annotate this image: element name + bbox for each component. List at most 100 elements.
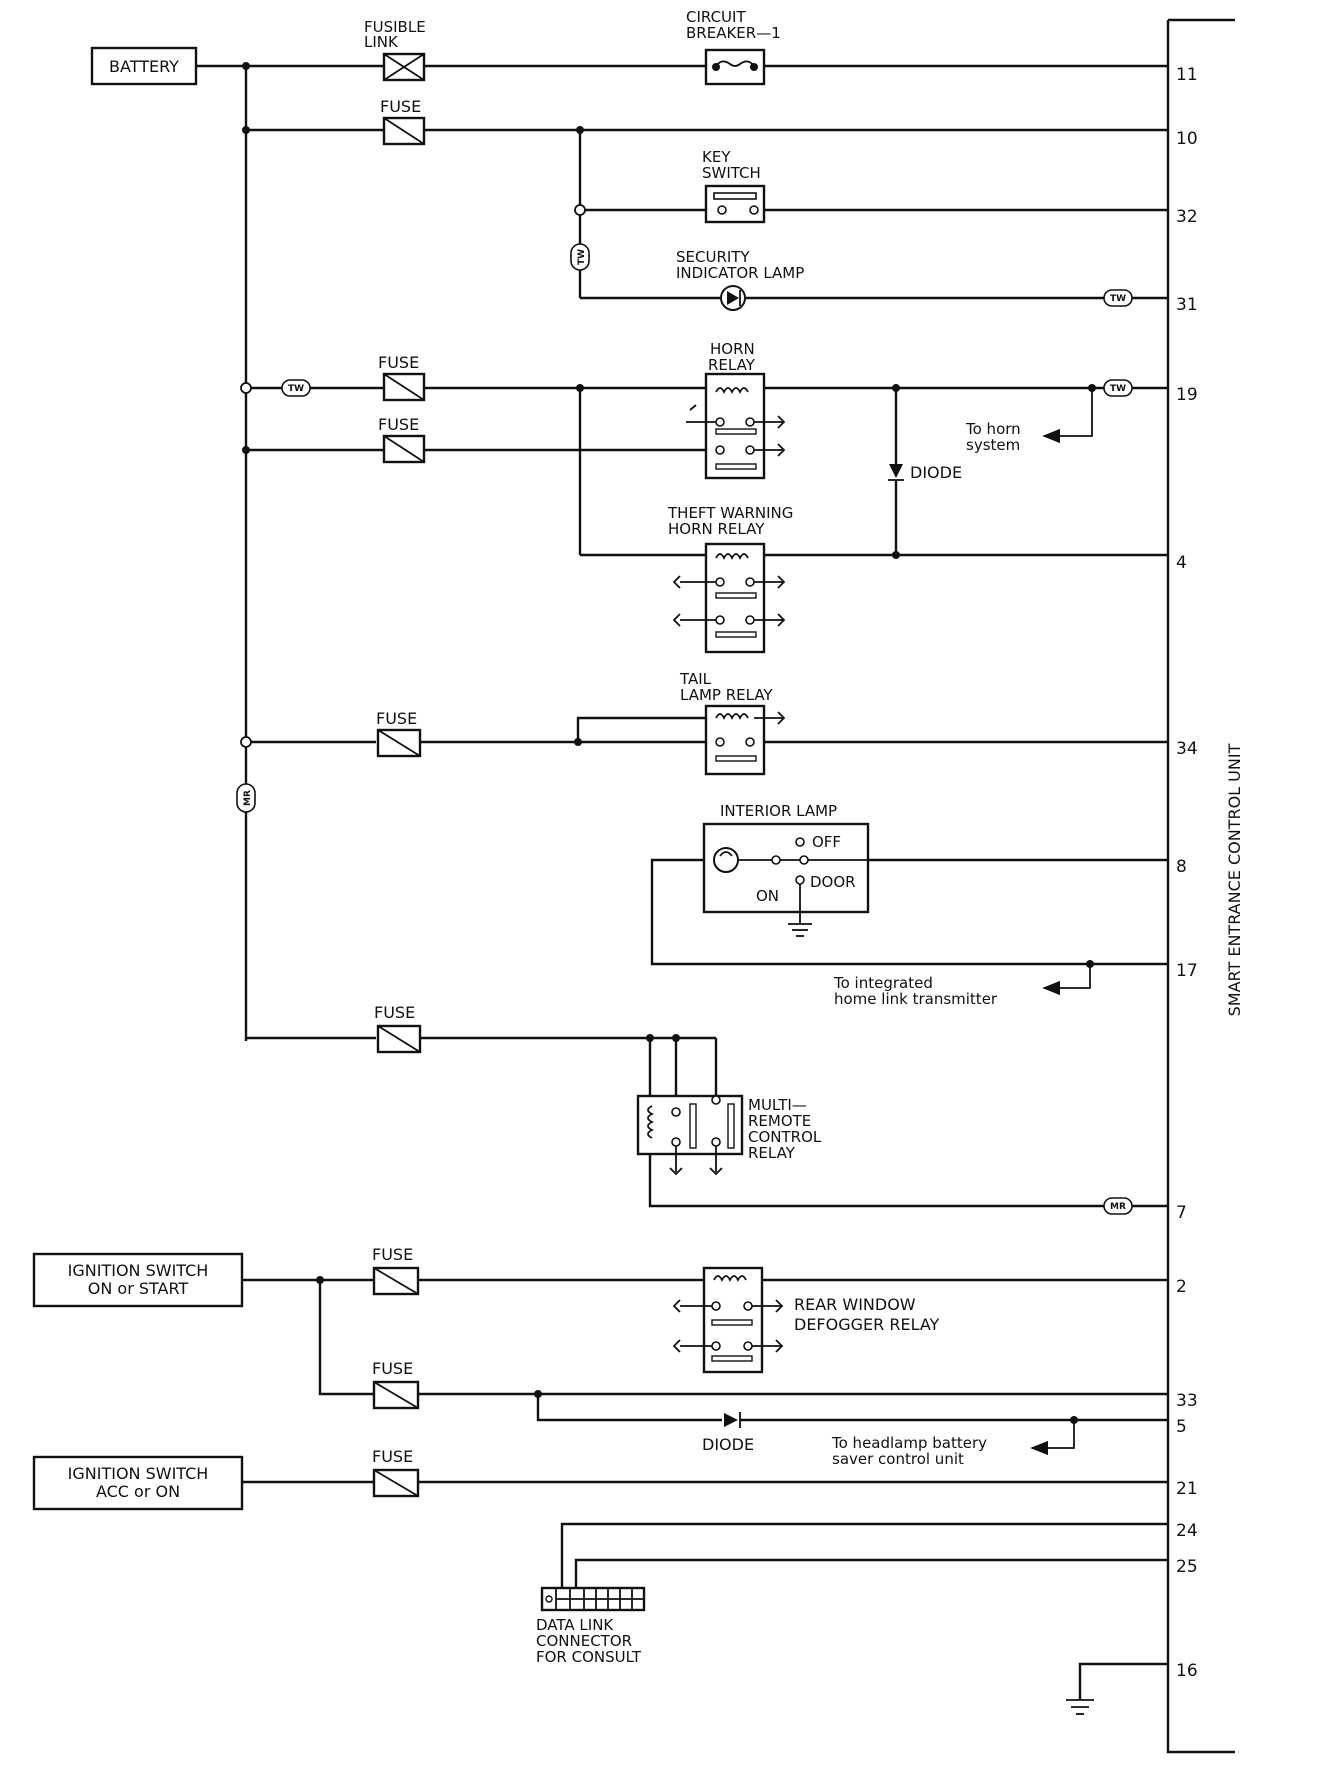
multi-remote-line2: REMOTE (748, 1112, 811, 1130)
pin-31: 31 (1176, 295, 1198, 315)
multi-remote-control-relay: MULTI— REMOTE CONTROL RELAY (636, 1094, 822, 1176)
headlamp-diode: DIODE (702, 1412, 754, 1454)
svg-text:To integrated: To integrated (833, 974, 933, 992)
interior-lamp-label: INTERIOR LAMP (720, 802, 837, 820)
pin-2: 2 (1176, 1277, 1187, 1297)
circuit-breaker: CIRCUIT BREAKER—1 (686, 8, 781, 86)
battery-label: BATTERY (109, 57, 179, 76)
pin-5: 5 (1176, 1417, 1187, 1437)
fuse-pin-19: FUSE (378, 353, 426, 402)
svg-text:To headlamp battery: To headlamp battery (831, 1434, 987, 1452)
pin-34: 34 (1176, 739, 1198, 759)
pin-numbers: 11 10 32 31 19 4 34 8 17 7 2 33 5 21 24 … (1176, 65, 1198, 1681)
pin-24: 24 (1176, 1521, 1198, 1541)
horn-relay-line1: HORN (710, 340, 755, 358)
ground-icon (1066, 1699, 1094, 1715)
pin-17: 17 (1176, 961, 1198, 981)
svg-text:To horn: To horn (965, 420, 1021, 438)
circuit-breaker-line1: CIRCUIT (686, 8, 746, 26)
fuse-pin-21: FUSE (372, 1447, 420, 1498)
fuse-label: FUSE (378, 415, 419, 434)
fusible-link-line1: FUSIBLE (364, 18, 426, 36)
security-lamp-line1: SECURITY (676, 248, 750, 266)
data-link-line2: CONNECTOR (536, 1632, 632, 1650)
tw-tag: TW (1103, 289, 1133, 307)
off-label: OFF (812, 833, 841, 851)
svg-text:system: system (966, 436, 1020, 454)
tail-lamp-relay: TAIL LAMP RELAY (679, 670, 786, 776)
pin-32: 32 (1176, 207, 1198, 227)
tw-tag: TW (570, 243, 590, 271)
svg-text:TW: TW (288, 384, 304, 394)
rear-defogger-line2: DEFOGGER RELAY (794, 1315, 940, 1334)
fuse-label: FUSE (372, 1359, 413, 1378)
security-indicator-lamp: SECURITY INDICATOR LAMP (676, 248, 804, 311)
mr-tag: MR (236, 783, 256, 813)
key-switch-line2: SWITCH (702, 164, 761, 182)
battery-source: BATTERY (90, 46, 198, 86)
pin-8: 8 (1176, 857, 1187, 877)
fusible-link: FUSIBLE LINK (364, 18, 426, 82)
fuse-pin-2: FUSE (372, 1245, 420, 1296)
pin-19: 19 (1176, 385, 1198, 405)
fuse-label: FUSE (378, 353, 419, 372)
svg-text:TW: TW (1110, 384, 1126, 394)
to-headlamp: To headlamp battery saver control unit (831, 1434, 987, 1468)
fuse-label: FUSE (374, 1003, 415, 1022)
control-unit-label: SMART ENTRANCE CONTROL UNIT (1225, 743, 1244, 1016)
key-switch: KEY SWITCH (702, 148, 766, 224)
multi-remote-line1: MULTI— (748, 1096, 807, 1114)
rear-defogger-line1: REAR WINDOW (794, 1295, 916, 1314)
fuse-label: FUSE (380, 97, 421, 116)
junctions (240, 62, 1096, 1424)
pin-7: 7 (1176, 1203, 1187, 1223)
key-switch-line1: KEY (702, 148, 731, 166)
svg-text:MR: MR (243, 790, 253, 806)
fuse-label: FUSE (372, 1245, 413, 1264)
diode-label: DIODE (702, 1435, 754, 1454)
ignition-acc-on-line2: ACC or ON (96, 1482, 180, 1501)
pin-25: 25 (1176, 1557, 1198, 1577)
svg-text:home link transmitter: home link transmitter (834, 990, 998, 1008)
fuse-pin-10: FUSE (380, 97, 426, 146)
ignition-acc-on-line1: IGNITION SWITCH (68, 1464, 209, 1483)
data-link-connector: DATA LINK CONNECTOR FOR CONSULT (536, 1586, 646, 1666)
fuse-pin-34: FUSE (376, 709, 422, 758)
fuse-label: FUSE (372, 1447, 413, 1466)
tw-tag: TW (1103, 379, 1133, 397)
to-homelink: To integrated home link transmitter (833, 974, 998, 1008)
pin-4: 4 (1176, 553, 1187, 573)
horn-diode: DIODE (888, 463, 962, 482)
svg-text:saver control unit: saver control unit (832, 1450, 964, 1468)
data-link-line3: FOR CONSULT (536, 1648, 642, 1666)
multi-remote-line3: CONTROL (748, 1128, 822, 1146)
svg-text:MR: MR (1110, 1202, 1126, 1212)
diode-label: DIODE (910, 463, 962, 482)
fuse-pin-33: FUSE (372, 1359, 420, 1410)
security-lamp-line2: INDICATOR LAMP (676, 264, 804, 282)
pin-33: 33 (1176, 1391, 1198, 1411)
data-link-line1: DATA LINK (536, 1616, 614, 1634)
fuse-horn-relay: FUSE (378, 415, 426, 464)
theft-warning-horn-relay: THEFT WARNING HORN RELAY (667, 504, 793, 654)
fusible-link-line2: LINK (364, 33, 399, 51)
on-label: ON (756, 887, 779, 905)
svg-text:TW: TW (577, 249, 587, 265)
svg-text:TW: TW (1110, 294, 1126, 304)
wires (196, 64, 1168, 1700)
circuit-breaker-line2: BREAKER—1 (686, 24, 781, 42)
fuse-label: FUSE (376, 709, 417, 728)
door-label: DOOR (810, 873, 856, 891)
rear-window-defogger-relay: REAR WINDOW DEFOGGER RELAY (672, 1266, 940, 1374)
ignition-on-start-line2: ON or START (88, 1279, 189, 1298)
to-horn-system: To horn system (965, 420, 1021, 454)
tail-relay-line2: LAMP RELAY (680, 686, 773, 704)
mr-tag: MR (1103, 1197, 1133, 1215)
multi-remote-line4: RELAY (748, 1144, 796, 1162)
theft-relay-line2: HORN RELAY (668, 520, 765, 538)
pin-21: 21 (1176, 1479, 1198, 1499)
interior-lamp: INTERIOR LAMP OFF ON DOOR (702, 802, 870, 937)
ignition-on-start-line1: IGNITION SWITCH (68, 1261, 209, 1280)
ignition-on-start-source: IGNITION SWITCH ON or START (32, 1252, 244, 1308)
